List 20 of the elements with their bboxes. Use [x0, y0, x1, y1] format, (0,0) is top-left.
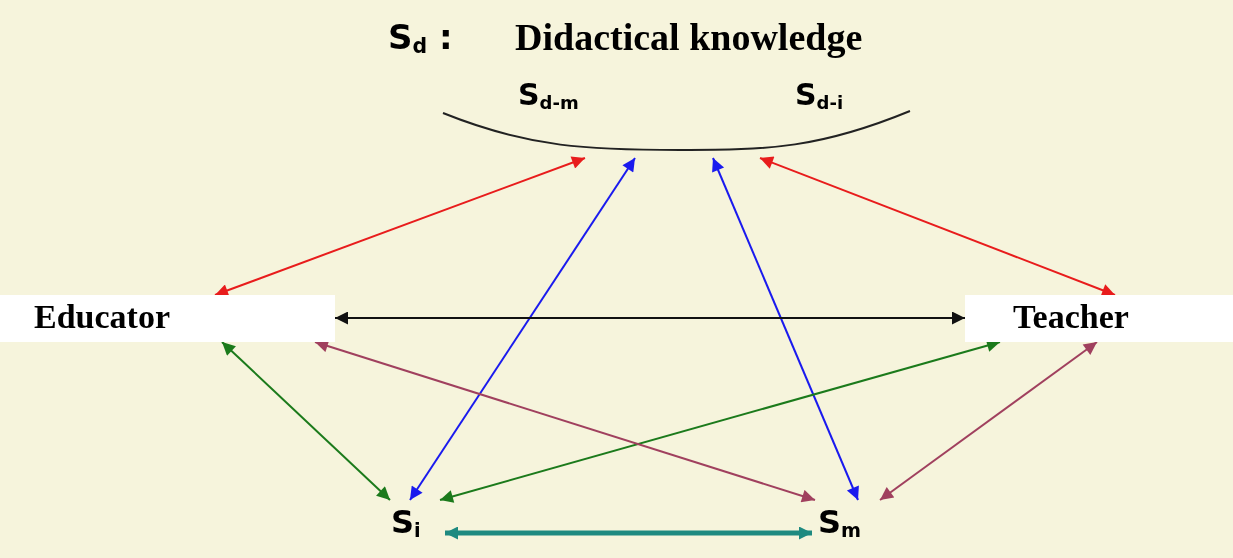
double-arrow: [334, 311, 966, 325]
double-arrow: [759, 156, 1116, 297]
heading-text: Didactical knowledge: [515, 18, 863, 56]
node-label: S$_{m}$: [818, 506, 862, 541]
double-arrow: [221, 341, 391, 501]
double-arrow: [439, 339, 1001, 503]
node-label: S$_{i}$: [391, 506, 421, 541]
double-arrow: [712, 157, 859, 501]
symbol-label: S$_{d}$ :: [388, 20, 453, 57]
label-band: [0, 295, 335, 342]
double-arrow: [214, 156, 586, 297]
double-arrow: [314, 339, 816, 503]
double-arrow: [879, 341, 1098, 501]
label-band: [965, 295, 1233, 342]
double-arrow: [409, 157, 636, 501]
node-label: Teacher: [1013, 300, 1129, 334]
curve-label: S$_{d-m}$: [518, 80, 579, 112]
curve-label: S$_{d-i}$: [795, 80, 844, 112]
double-arrow: [445, 526, 812, 540]
node-label: Educator: [34, 300, 170, 334]
